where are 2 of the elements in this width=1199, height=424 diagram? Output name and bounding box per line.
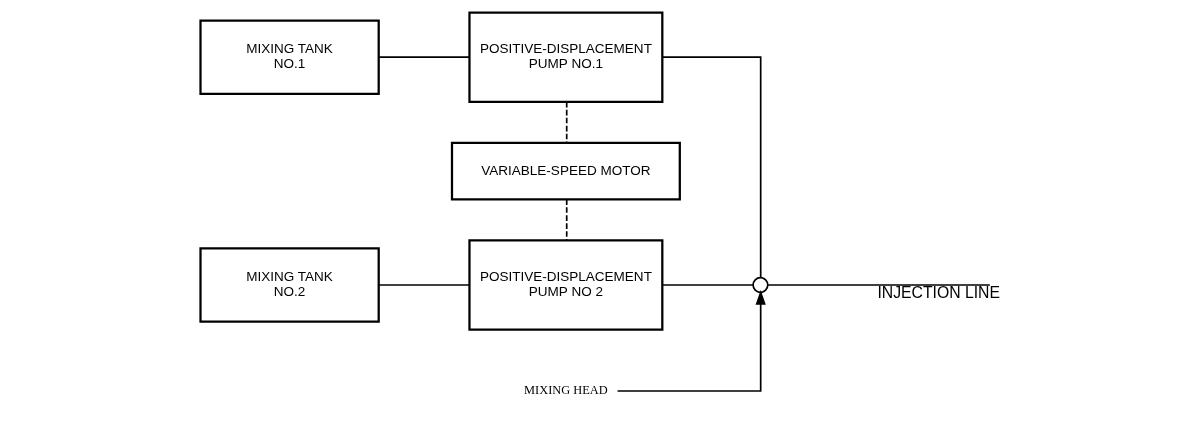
edge-label: INJECTION LINE bbox=[877, 283, 1001, 301]
node-text: MIXING HEAD bbox=[524, 383, 608, 398]
